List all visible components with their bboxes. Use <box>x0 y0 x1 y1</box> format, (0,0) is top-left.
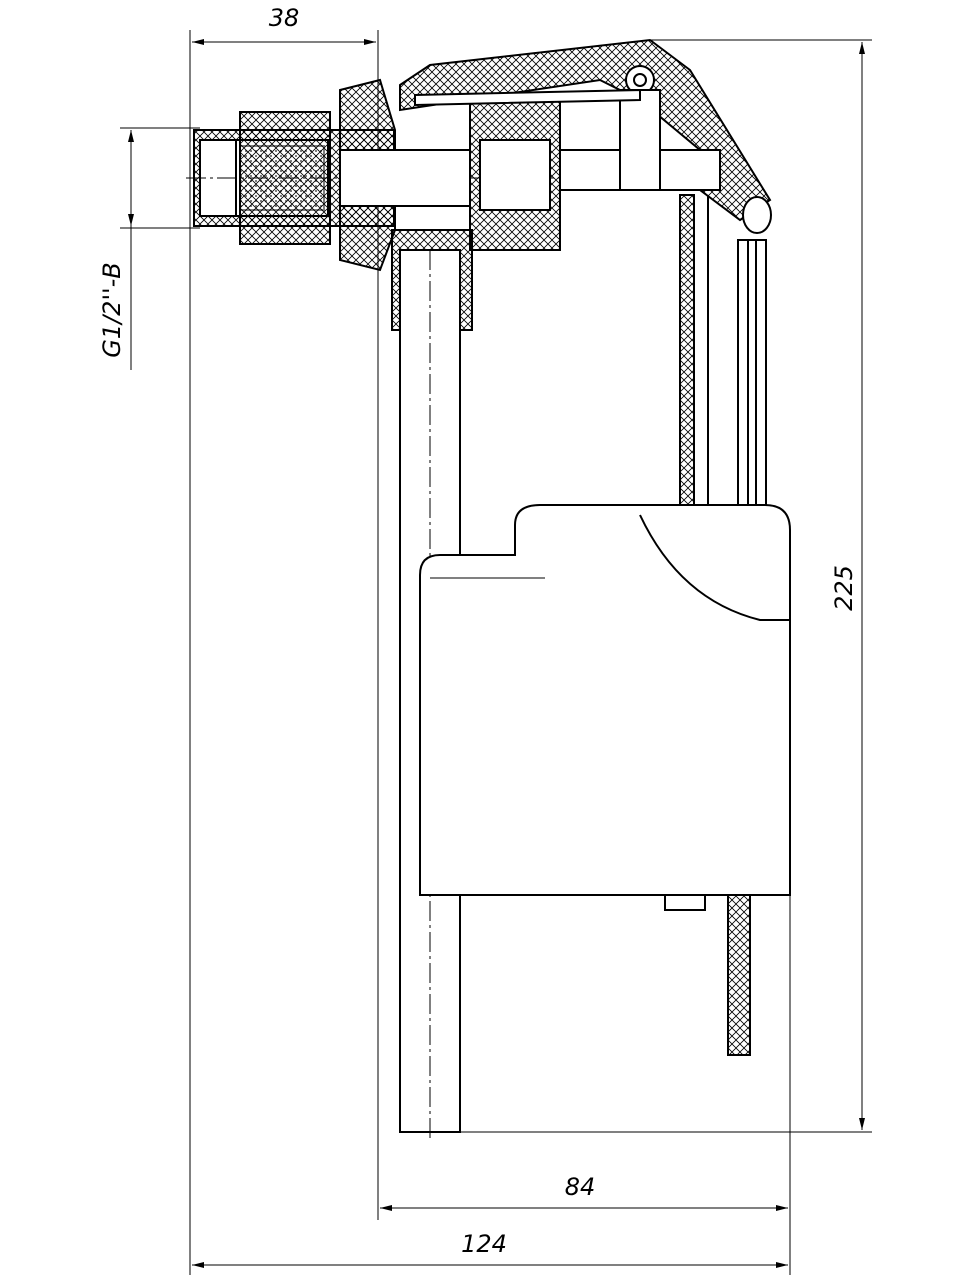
float-cup <box>419 504 791 1056</box>
adjust-rod <box>727 894 751 1056</box>
dim-84: 84 <box>565 1173 596 1201</box>
dim-124: 124 <box>461 1230 507 1258</box>
dim-225: 225 <box>830 565 858 611</box>
dimension-labels: 38 G1/2''-B 225 84 124 <box>98 4 858 1258</box>
dim-thread: G1/2''-B <box>98 262 126 358</box>
dim-38: 38 <box>269 4 300 32</box>
valve-body <box>186 38 772 272</box>
